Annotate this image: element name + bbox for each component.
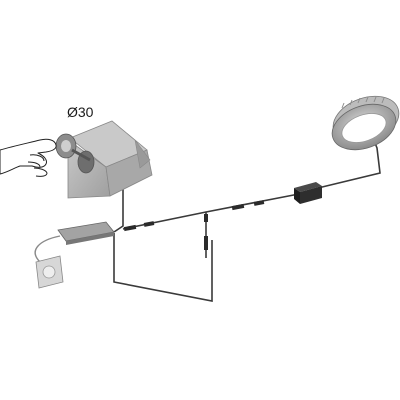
cable-connectors bbox=[123, 200, 265, 250]
connector bbox=[204, 236, 208, 250]
connector bbox=[231, 203, 245, 211]
cable-driver-to-plug bbox=[34, 235, 61, 263]
plug-socket bbox=[42, 265, 56, 279]
mounting-block bbox=[67, 120, 153, 199]
light-inner-lens bbox=[341, 113, 387, 143]
junction-right bbox=[300, 186, 322, 204]
junction-front bbox=[294, 188, 300, 204]
touch-switch-button bbox=[55, 133, 91, 162]
cable-loop-bottom bbox=[113, 233, 213, 302]
connector bbox=[204, 214, 208, 222]
block-notch bbox=[134, 139, 151, 169]
junction-box-icon bbox=[294, 182, 322, 204]
driver-side bbox=[66, 232, 114, 245]
plug-icon bbox=[35, 255, 64, 289]
power-supply-icon bbox=[57, 221, 115, 245]
dimension-label: Ø30 bbox=[67, 104, 94, 120]
connector bbox=[143, 221, 155, 227]
switch-stem bbox=[71, 148, 91, 162]
switch-inner bbox=[61, 140, 71, 152]
connector bbox=[253, 200, 265, 206]
cable-block-to-junction bbox=[113, 188, 124, 233]
connector bbox=[123, 224, 137, 232]
light-heat-fins bbox=[341, 96, 385, 109]
hand-icon bbox=[0, 138, 57, 177]
downlight-icon bbox=[331, 95, 400, 151]
junction-top bbox=[294, 182, 322, 192]
